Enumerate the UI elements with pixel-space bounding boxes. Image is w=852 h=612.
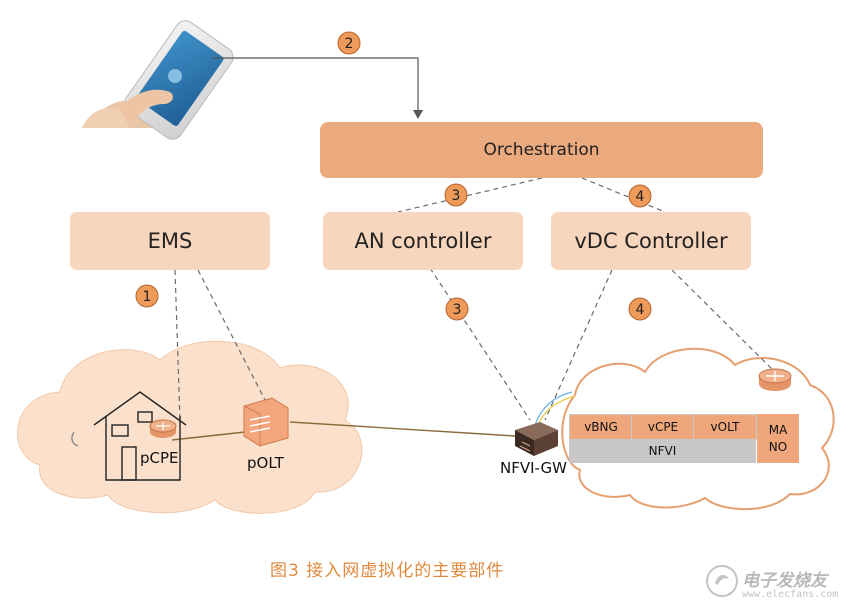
pcpe-label: pCPE xyxy=(140,449,179,467)
vdc-controller-label: vDC Controller xyxy=(574,229,728,253)
an-controller-box: AN controller xyxy=(323,212,523,270)
phone-to-orchestration-arrow xyxy=(212,57,423,119)
step-badge-3 xyxy=(445,297,469,321)
an-controller-label: AN controller xyxy=(354,229,492,253)
gateway-switch-icon xyxy=(515,422,558,456)
fiber-link xyxy=(171,431,246,441)
watermark-text: 电子发烧友 xyxy=(742,571,827,591)
watermark-logo-icon xyxy=(706,565,738,597)
router-icon xyxy=(758,368,792,391)
watermark-url: www.elecfans.com xyxy=(742,589,839,600)
step-badge-4 xyxy=(628,184,652,208)
orchestration-box: Orchestration xyxy=(320,122,763,178)
step-badge-3 xyxy=(444,183,468,207)
svg-text:4: 4 xyxy=(636,302,645,318)
nfvi-layer: NFVI xyxy=(569,439,756,463)
svg-text:3: 3 xyxy=(453,302,462,318)
svg-text:1: 1 xyxy=(143,289,152,305)
home-cloud-icon xyxy=(17,340,363,514)
router-icon xyxy=(149,419,177,438)
svg-text:2: 2 xyxy=(345,36,354,52)
vnf-volt: vOLT xyxy=(693,414,757,440)
step-badge-4 xyxy=(628,297,652,321)
step-badge-2 xyxy=(337,31,361,55)
svg-text:4: 4 xyxy=(636,189,645,205)
dashed-links xyxy=(174,177,776,421)
smartphone-hand-icon xyxy=(82,20,234,140)
fiber-link xyxy=(289,421,516,437)
house-icon xyxy=(71,391,187,481)
optical-line-terminal-icon xyxy=(243,397,289,447)
vnf-vcpe: vCPE xyxy=(631,414,695,440)
mano-block: MA NO xyxy=(757,414,799,463)
ems-box: EMS xyxy=(70,212,270,270)
svg-text:3: 3 xyxy=(452,188,461,204)
figure-caption: 图3 接入网虚拟化的主要部件 xyxy=(270,561,505,581)
polt-label: pOLT xyxy=(247,454,284,472)
vdc-controller-box: vDC Controller xyxy=(551,212,751,270)
vnf-vbng: vBNG xyxy=(569,414,633,440)
nfvi-gw-label: NFVI-GW xyxy=(500,459,567,477)
step-badge-1 xyxy=(135,284,159,308)
orchestration-label: Orchestration xyxy=(483,140,600,160)
ems-label: EMS xyxy=(147,229,193,253)
